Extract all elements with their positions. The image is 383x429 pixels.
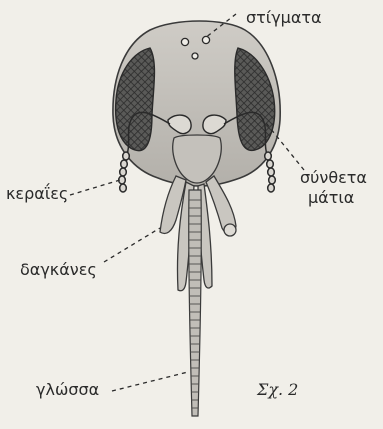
label-tongue: γλώσσα: [36, 382, 99, 398]
glossa: [189, 190, 202, 416]
ocellus-left: [181, 38, 188, 45]
label-compound-eyes-line1: σύνθετα: [300, 170, 367, 186]
leader-antennae: [70, 180, 120, 195]
label-stigmata: στίγματα: [246, 10, 322, 26]
ocellus-bottom: [192, 53, 198, 59]
label-compound-eyes-line2: μάτια: [308, 190, 354, 206]
leader-tongue: [112, 372, 188, 391]
label-mandibles: δαγκάνες: [20, 262, 97, 278]
ocellus-right: [202, 36, 209, 43]
leader-mandibles: [104, 228, 160, 262]
label-antennae: κεραΐες: [6, 186, 68, 202]
figure-caption: Σχ. 2: [257, 382, 298, 398]
